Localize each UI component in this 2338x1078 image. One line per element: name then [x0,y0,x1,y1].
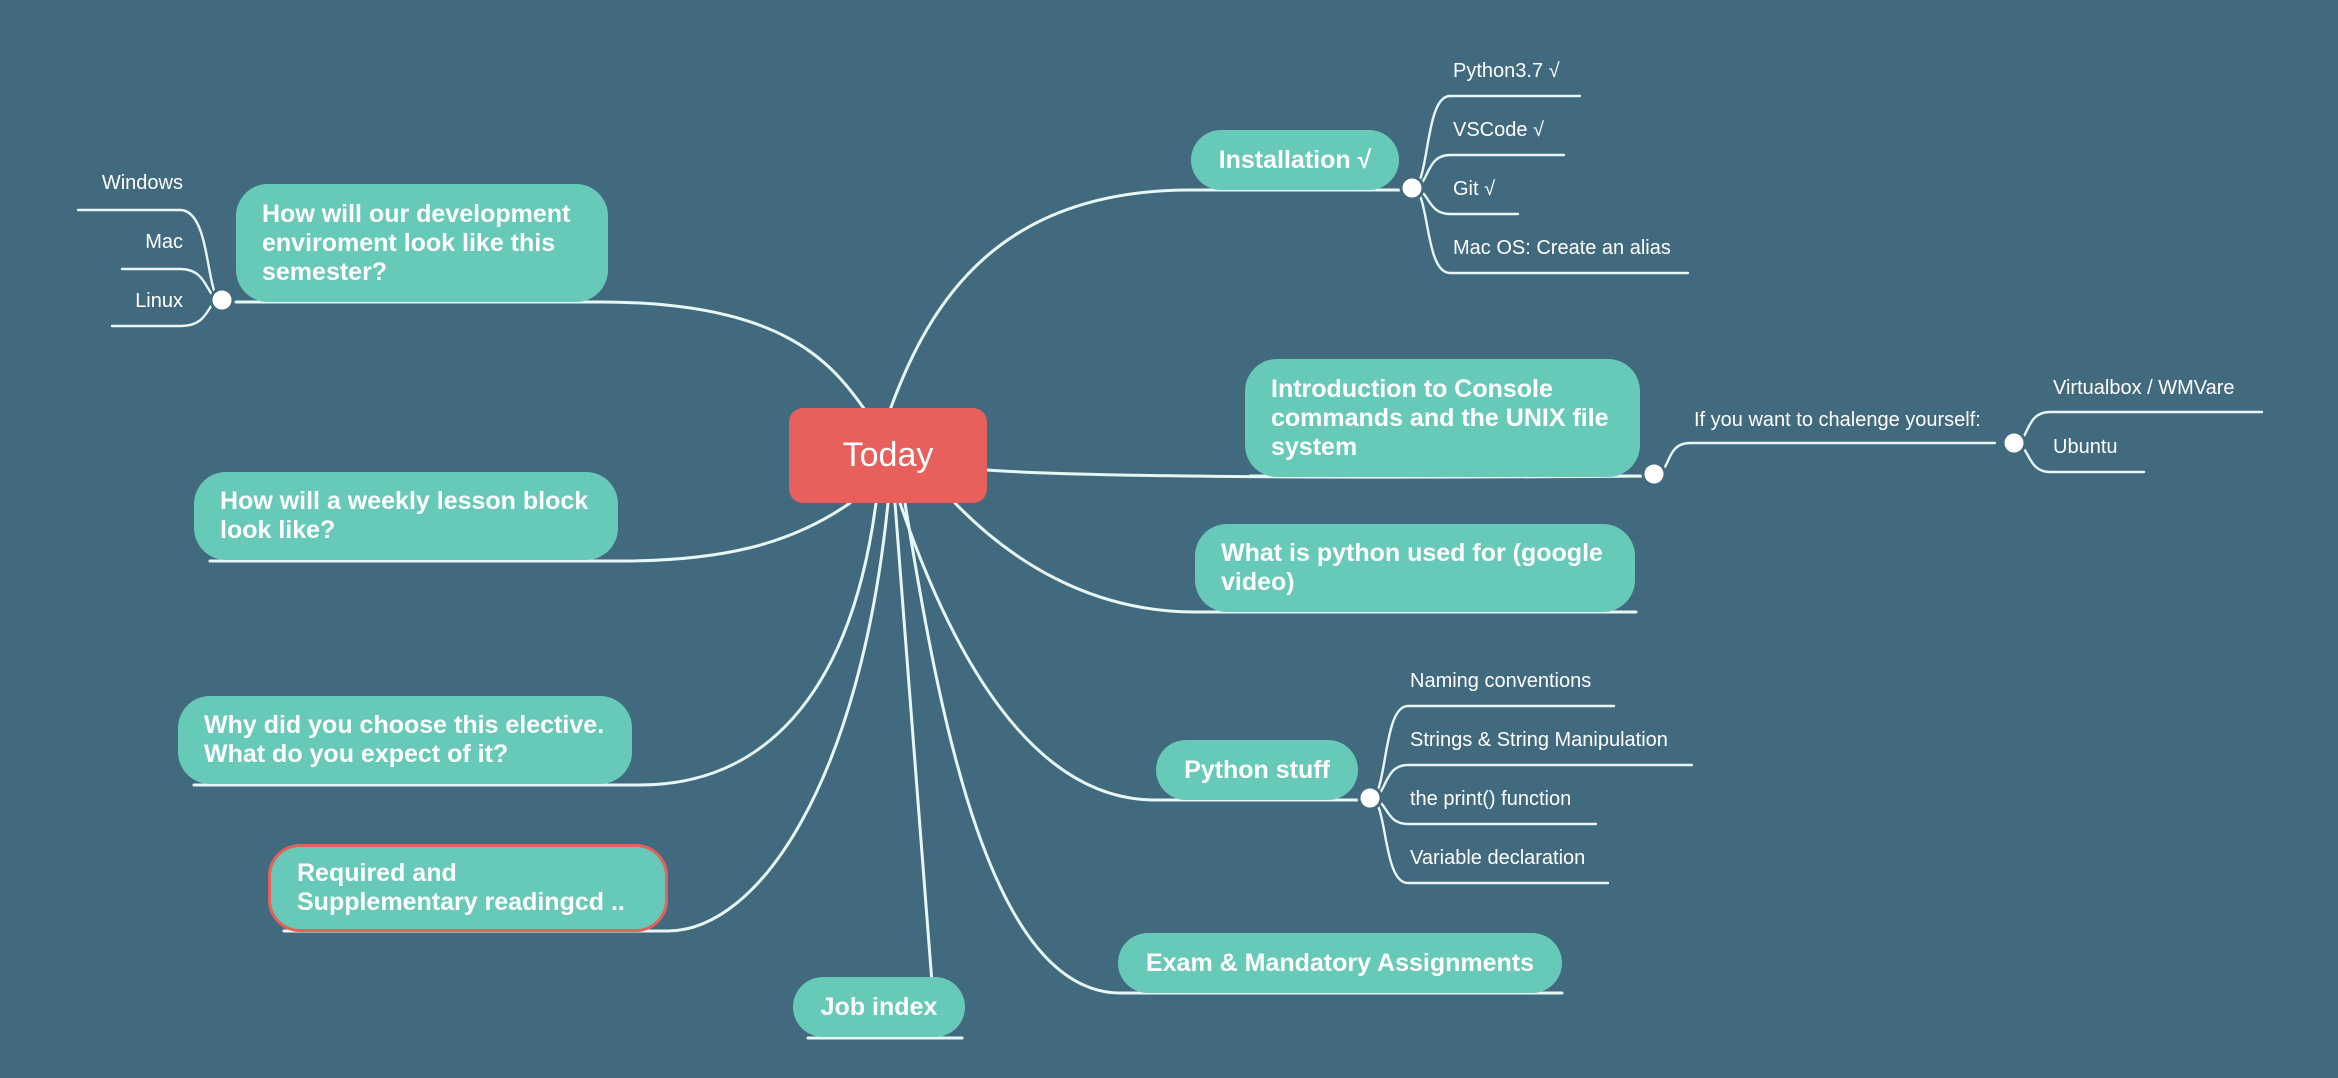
connector-installation [888,188,1192,412]
connector-exam [903,501,1122,995]
leaf-print-function[interactable]: the print() function [1410,788,1572,810]
connector-dev-env [598,300,867,412]
connector-weekly [618,501,852,563]
leaf-mac[interactable]: Mac [145,231,183,253]
topic-weekly-lesson-label: How will a weekly lesson block look like… [220,487,589,544]
topic-python-stuff-label: Python stuff [1184,755,1330,784]
dev-env-toggle [209,287,235,313]
topic-installation-label: Installation √ [1218,145,1372,174]
connector-python-use [953,501,1197,614]
console-toggle [1641,461,1667,487]
topic-console-label: Introduction to Console commands and the… [1271,374,1609,461]
topic-exam-label: Exam & Mandatory Assignments [1145,948,1535,977]
leaf-vscode[interactable]: VSCode √ [1453,119,1545,141]
topic-dev-environment[interactable]: How will our development enviroment look… [236,184,608,302]
topic-job-index[interactable]: Job index [793,977,965,1037]
topic-job-index-label: Job index [820,992,938,1021]
topic-python-use[interactable]: What is python used for (google video) [1195,524,1635,612]
topic-python-stuff[interactable]: Python stuff [1156,740,1358,800]
leaf-git[interactable]: Git √ [1453,178,1496,200]
connector-python-stuff [898,501,1157,802]
topic-dev-environment-label: How will our development enviroment look… [262,199,571,286]
leaf-linux[interactable]: Linux [135,290,183,312]
connector-job-index [893,501,934,985]
central-topic-label: Today [842,436,934,474]
leaf-virtualbox[interactable]: Virtualbox / WMVare [2053,377,2235,399]
topic-reading-label: Required and Supplementary readingcd .. [297,859,625,916]
central-topic[interactable]: Today [789,408,987,503]
installation-toggle [1399,175,1425,201]
python-stuff-toggle [1357,785,1383,811]
topic-console[interactable]: Introduction to Console commands and the… [1245,359,1640,477]
leaf-challenge[interactable]: If you want to chalenge yourself: [1694,409,1981,431]
topic-python-use-label: What is python used for (google video) [1221,539,1603,596]
leaf-windows[interactable]: Windows [101,172,183,194]
topic-reading[interactable]: Required and Supplementary readingcd .. [268,844,668,932]
topic-exam[interactable]: Exam & Mandatory Assignments [1118,933,1562,993]
connector-reading [666,501,890,933]
leaf-strings[interactable]: Strings & String Manipulation [1410,729,1668,751]
topic-installation[interactable]: Installation √ [1191,130,1399,190]
leaf-ubuntu[interactable]: Ubuntu [2053,436,2118,458]
leaf-python37[interactable]: Python3.7 √ [1453,60,1560,82]
topic-weekly-lesson[interactable]: How will a weekly lesson block look like… [194,472,618,560]
topic-elective[interactable]: Why did you choose this elective. What d… [178,696,632,784]
console-child-toggle [2001,430,2027,456]
leaf-naming-conventions[interactable]: Naming conventions [1410,670,1592,692]
connector-elective [638,501,878,787]
leaf-mac-alias[interactable]: Mac OS: Create an alias [1453,237,1671,259]
leaf-variable-declaration[interactable]: Variable declaration [1410,847,1586,869]
topic-elective-label: Why did you choose this elective. What d… [204,711,605,768]
